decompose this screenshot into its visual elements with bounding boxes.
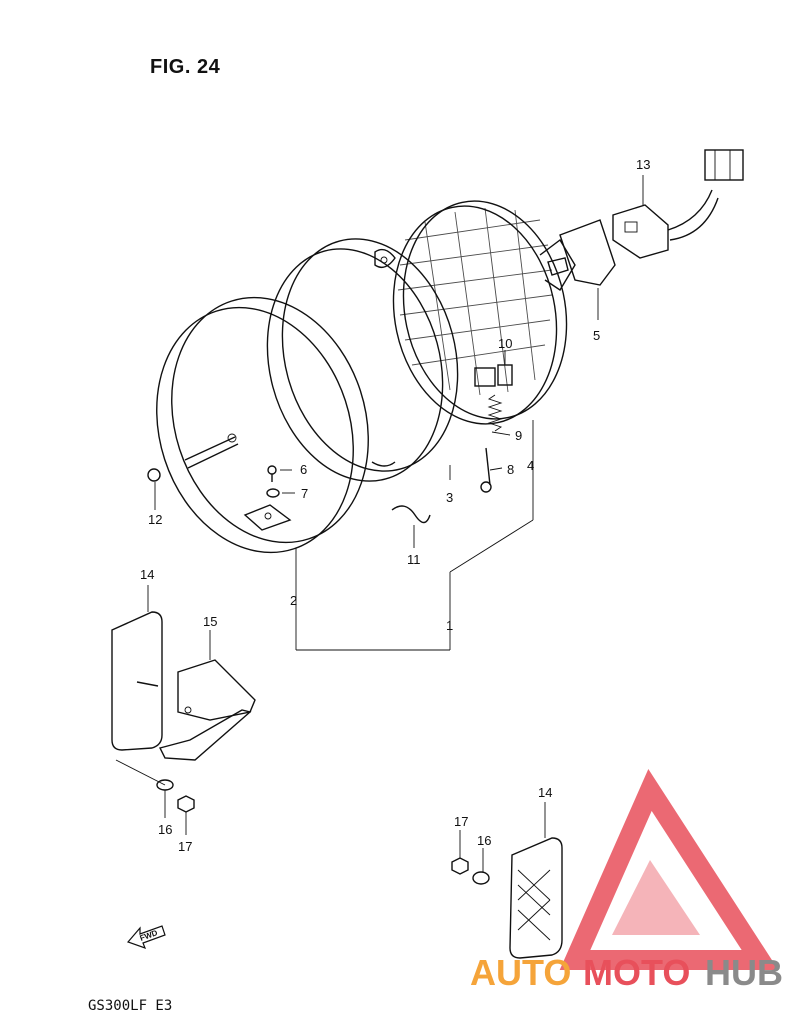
callout-2: 2 xyxy=(290,593,297,608)
headlight-housing xyxy=(266,238,459,482)
callout-16-right: 16 xyxy=(477,833,491,848)
callout-14-right: 14 xyxy=(538,785,552,800)
adjusting-spring xyxy=(487,394,503,432)
callout-17-right: 17 xyxy=(454,814,468,829)
callout-labels: 1 2 3 4 5 6 7 8 9 10 11 12 13 14 15 16 1… xyxy=(140,157,650,854)
nut-17-left xyxy=(177,795,195,813)
callout-15: 15 xyxy=(203,614,217,629)
callout-12: 12 xyxy=(148,512,162,527)
callout-7: 7 xyxy=(301,486,308,501)
watermark-text-part1: AUTO xyxy=(470,952,571,993)
adjusting-screw xyxy=(480,447,492,493)
wiring-connector xyxy=(612,149,744,259)
reflector-right xyxy=(509,837,563,959)
callout-11: 11 xyxy=(407,552,421,567)
callout-9: 9 xyxy=(515,428,522,443)
callout-4: 4 xyxy=(527,458,534,473)
callout-8: 8 xyxy=(507,462,514,477)
headlight-unit xyxy=(392,200,576,425)
callout-1: 1 xyxy=(446,618,453,633)
callout-3: 3 xyxy=(446,490,453,505)
grommet-12 xyxy=(147,468,161,482)
callout-16-left: 16 xyxy=(158,822,172,837)
bulb-socket xyxy=(547,219,616,286)
watermark-triangle-inner xyxy=(612,860,700,935)
washer-16-right xyxy=(472,871,490,885)
figure-title: FIG. 24 xyxy=(150,56,221,78)
watermark-text: AUTO MOTO HUB xyxy=(470,952,783,993)
watermark-text-part3: HUB xyxy=(705,952,783,993)
spring-clip-11 xyxy=(391,505,431,524)
headlight-rim xyxy=(156,296,369,554)
watermark-text-part2: MOTO xyxy=(583,952,690,993)
model-code: GS300LF E3 xyxy=(88,998,173,1014)
watermark-triangle-outer xyxy=(559,769,779,970)
reflector-left xyxy=(111,611,163,751)
callout-13: 13 xyxy=(636,157,650,172)
washer-7 xyxy=(266,488,280,498)
callout-14-left: 14 xyxy=(140,567,154,582)
nut-17-right xyxy=(451,857,469,875)
callout-17-left: 17 xyxy=(178,839,192,854)
callout-6: 6 xyxy=(300,462,307,477)
forward-arrow-icon: FWD xyxy=(126,925,166,950)
watermark-logo xyxy=(559,769,779,970)
screw-6 xyxy=(267,465,277,482)
leader-lines xyxy=(115,175,644,872)
callout-5: 5 xyxy=(593,328,600,343)
callout-10: 10 xyxy=(498,336,512,351)
reflector-bracket xyxy=(158,659,256,761)
